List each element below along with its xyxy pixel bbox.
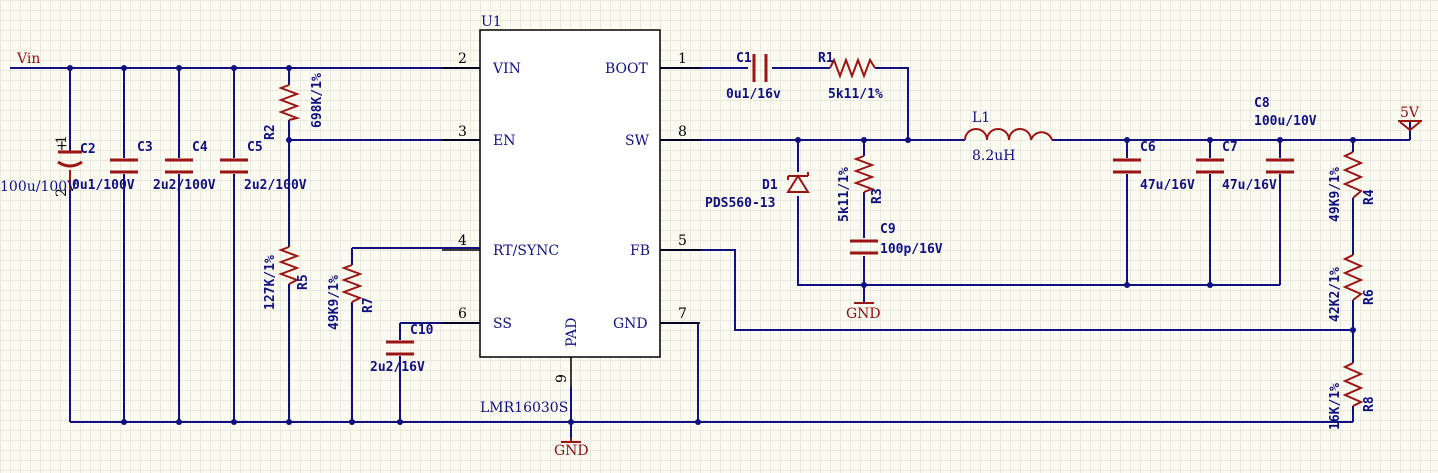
pin-num: 8 <box>678 124 687 140</box>
svg-text:GND: GND <box>846 306 881 322</box>
svg-text:GND: GND <box>554 443 589 459</box>
vin-net-label: Vin <box>16 51 40 67</box>
svg-text:C9: C9 <box>880 222 896 237</box>
svg-text:R6: R6 <box>1362 289 1377 305</box>
svg-text:0u1/16v: 0u1/16v <box>726 87 781 102</box>
pin-name: SS <box>493 316 512 332</box>
r2-resistor[interactable]: R2 698K/1% <box>263 73 325 140</box>
gnd-symbol-sw: GND <box>846 302 881 322</box>
pin-num: 9 <box>554 374 570 383</box>
c5-capacitor[interactable]: C5 2u2/100V <box>220 140 307 193</box>
r1-resistor[interactable]: R1 5k11/1% <box>818 51 883 102</box>
svg-text:49K9/1%: 49K9/1% <box>1328 167 1343 222</box>
svg-text:PDS560-13: PDS560-13 <box>705 196 775 211</box>
d1-diode[interactable]: D1 PDS560-13 <box>705 172 810 211</box>
pin-name: PAD <box>564 318 580 347</box>
pin-num: 1 <box>678 51 687 67</box>
svg-text:R8: R8 <box>1362 396 1377 412</box>
svg-text:C8: C8 <box>1254 96 1270 111</box>
svg-text:C2: C2 <box>80 142 96 157</box>
svg-text:100p/16V: 100p/16V <box>880 242 943 257</box>
pin-name: VIN <box>492 61 521 77</box>
svg-text:C4: C4 <box>192 140 208 155</box>
svg-text:1: 1 <box>54 135 70 144</box>
svg-text:2u2/16V: 2u2/16V <box>370 360 425 375</box>
r5-resistor[interactable]: R5 127K/1% <box>263 246 311 310</box>
c9-capacitor[interactable]: C9 100p/16V <box>850 222 943 257</box>
c1-capacitor[interactable]: C1 0u1/16v <box>726 51 781 102</box>
svg-text:698K/1%: 698K/1% <box>310 73 325 128</box>
svg-text:Vin: Vin <box>16 51 40 67</box>
r4-resistor[interactable]: R4 49K9/1% <box>1328 151 1377 222</box>
pin-name: SW <box>625 133 650 149</box>
pin-name: RT/SYNC <box>493 243 559 259</box>
svg-text:C7: C7 <box>1222 140 1238 155</box>
c6-capacitor[interactable]: C6 47u/16V <box>1113 140 1195 193</box>
svg-text:8.2uH: 8.2uH <box>972 148 1016 164</box>
c10-capacitor[interactable]: C10 2u2/16V <box>370 323 434 375</box>
c2-capacitor[interactable]: + 1 2 C2 100u/100V <box>0 135 96 197</box>
svg-text:R2: R2 <box>263 124 278 140</box>
gnd-symbol-main: GND <box>554 438 589 459</box>
svg-text:C5: C5 <box>247 140 263 155</box>
pin-num: 2 <box>458 51 467 67</box>
pin-name: FB <box>630 243 650 259</box>
svg-text:5k11/1%: 5k11/1% <box>828 87 883 102</box>
svg-text:2: 2 <box>54 188 70 197</box>
r8-resistor[interactable]: R8 16K/1% <box>1328 362 1377 430</box>
svg-text:5k11/1%: 5k11/1% <box>837 167 852 222</box>
svg-text:L1: L1 <box>972 110 990 126</box>
pin-num: 7 <box>678 306 687 322</box>
wires <box>10 67 1411 440</box>
svg-text:49K9/1%: 49K9/1% <box>327 275 342 330</box>
pin-num: 3 <box>458 124 467 140</box>
pin-name: BOOT <box>605 61 649 77</box>
c3-capacitor[interactable]: C3 0u1/100V <box>72 140 153 193</box>
r6-resistor[interactable]: R6 42K2/1% <box>1328 254 1377 322</box>
svg-text:C3: C3 <box>137 140 153 155</box>
svg-text:127K/1%: 127K/1% <box>263 255 278 310</box>
c4-capacitor[interactable]: C4 2u2/100V <box>153 140 216 193</box>
c8-capacitor[interactable]: C8 100u/10V <box>1254 96 1317 174</box>
svg-text:R3: R3 <box>870 188 885 204</box>
svg-text:+: + <box>56 138 68 154</box>
l1-inductor[interactable]: L1 8.2uH <box>964 110 1053 164</box>
svg-text:R1: R1 <box>818 51 834 66</box>
svg-text:100u/10V: 100u/10V <box>1254 114 1317 129</box>
r3-resistor[interactable]: R3 5k11/1% <box>837 155 885 222</box>
svg-text:2u2/100V: 2u2/100V <box>153 178 216 193</box>
svg-text:2u2/100V: 2u2/100V <box>244 178 307 193</box>
svg-text:100u/100V: 100u/100V <box>0 179 78 195</box>
svg-text:16K/1%: 16K/1% <box>1328 383 1343 430</box>
svg-text:0u1/100V: 0u1/100V <box>72 178 135 193</box>
pin-num: 5 <box>678 233 687 249</box>
junction-dots <box>67 65 1356 425</box>
svg-text:D1: D1 <box>762 178 778 193</box>
c7-capacitor[interactable]: C7 47u/16V <box>1196 140 1277 193</box>
svg-text:R5: R5 <box>296 274 311 290</box>
svg-text:47u/16V: 47u/16V <box>1140 178 1195 193</box>
pin-num: 4 <box>458 233 467 249</box>
r7-resistor[interactable]: R7 49K9/1% <box>327 264 376 330</box>
svg-text:C6: C6 <box>1140 140 1156 155</box>
svg-text:C10: C10 <box>410 323 434 338</box>
svg-text:47u/16V: 47u/16V <box>1222 178 1277 193</box>
u1-chip[interactable]: U1 LMR16030S 2 VIN 3 EN 4 RT/SYNC 6 SS 1… <box>442 14 700 416</box>
svg-text:C1: C1 <box>736 51 752 66</box>
pin-num: 6 <box>458 306 467 322</box>
pin-name: GND <box>613 316 648 332</box>
vout-net-label: 5V <box>1398 105 1422 132</box>
u1-part: LMR16030S <box>480 400 568 416</box>
pin-name: EN <box>493 133 515 149</box>
svg-text:42K2/1%: 42K2/1% <box>1328 267 1343 322</box>
svg-text:R4: R4 <box>1362 189 1377 205</box>
u1-ref: U1 <box>481 14 502 30</box>
svg-text:R7: R7 <box>361 297 376 313</box>
svg-text:5V: 5V <box>1400 105 1420 121</box>
